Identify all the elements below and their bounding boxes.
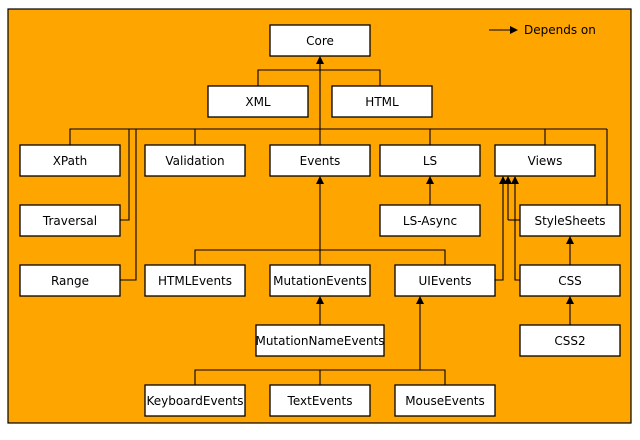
node-validation: Validation [144, 144, 246, 177]
node-ls-async-label: LS-Async [403, 214, 457, 228]
line-level2-bus [69, 128, 607, 145]
node-uievents-label: UIEvents [419, 274, 472, 288]
node-ls-async: LS-Async [379, 204, 481, 237]
legend-label: Depends on [524, 23, 596, 37]
node-core: Core [269, 24, 371, 57]
node-core-label: Core [306, 34, 334, 48]
node-css: CSS [519, 264, 621, 297]
node-css-label: CSS [558, 274, 582, 288]
node-html: HTML [331, 85, 433, 118]
node-css2: CSS2 [519, 324, 621, 357]
node-xml-label: XML [245, 95, 271, 109]
node-events: Events [269, 144, 371, 177]
arrowhead-ls [426, 176, 434, 184]
legend-arrow-head [510, 26, 518, 34]
node-stylesheets: StyleSheets [519, 204, 621, 237]
node-css2-label: CSS2 [554, 334, 585, 348]
node-htmlevents-label: HTMLEvents [158, 274, 232, 288]
arrowhead-css [566, 296, 574, 304]
arrowheads [316, 56, 574, 304]
node-textevents-label: TextEvents [287, 394, 353, 408]
node-mutationnameevents: MutationNameEvents [255, 324, 385, 357]
node-traversal: Traversal [19, 204, 121, 237]
node-htmlevents: HTMLEvents [144, 264, 246, 297]
node-ls-label: LS [423, 154, 437, 168]
node-mutationevents: MutationEvents [269, 264, 371, 297]
arrowhead-views-3 [511, 176, 519, 184]
legend: Depends on [489, 23, 596, 37]
node-mutationnameevents-label: MutationNameEvents [255, 334, 384, 348]
node-uievents: UIEvents [394, 264, 496, 297]
node-traversal-label: Traversal [42, 214, 97, 228]
node-events-label: Events [300, 154, 341, 168]
line-xml-html-to-core [257, 69, 381, 86]
node-range: Range [19, 264, 121, 297]
nodes: Core XML HTML XPath Validation Events LS [19, 24, 621, 417]
line-css-to-views [514, 183, 520, 281]
node-mutationevents-label: MutationEvents [273, 274, 367, 288]
arrowhead-events [316, 176, 324, 184]
dependency-lines [69, 63, 608, 385]
node-xml: XML [207, 85, 309, 118]
node-keyboardevents-label: KeyboardEvents [146, 394, 243, 408]
line-range-to-bus [120, 129, 137, 281]
line-events-bus [194, 249, 446, 265]
arrowhead-views-2 [504, 176, 512, 184]
node-stylesheets-label: StyleSheets [534, 214, 605, 228]
node-range-label: Range [51, 274, 89, 288]
node-mouseevents: MouseEvents [394, 384, 496, 417]
arrowhead-uievents [416, 296, 424, 304]
node-validation-label: Validation [165, 154, 224, 168]
node-html-label: HTML [365, 95, 399, 109]
node-xpath: XPath [19, 144, 121, 177]
line-uievents-to-views [495, 183, 504, 281]
arrowhead-mutationevents [316, 296, 324, 304]
node-mouseevents-label: MouseEvents [405, 394, 485, 408]
node-xpath-label: XPath [53, 154, 88, 168]
node-textevents: TextEvents [269, 384, 371, 417]
arrowhead-core [316, 56, 324, 64]
node-views-label: Views [528, 154, 563, 168]
node-keyboardevents: KeyboardEvents [144, 384, 246, 417]
node-ls: LS [379, 144, 481, 177]
line-traversal-to-bus [120, 129, 130, 221]
arrowhead-stylesheets [566, 236, 574, 244]
node-views: Views [494, 144, 596, 177]
